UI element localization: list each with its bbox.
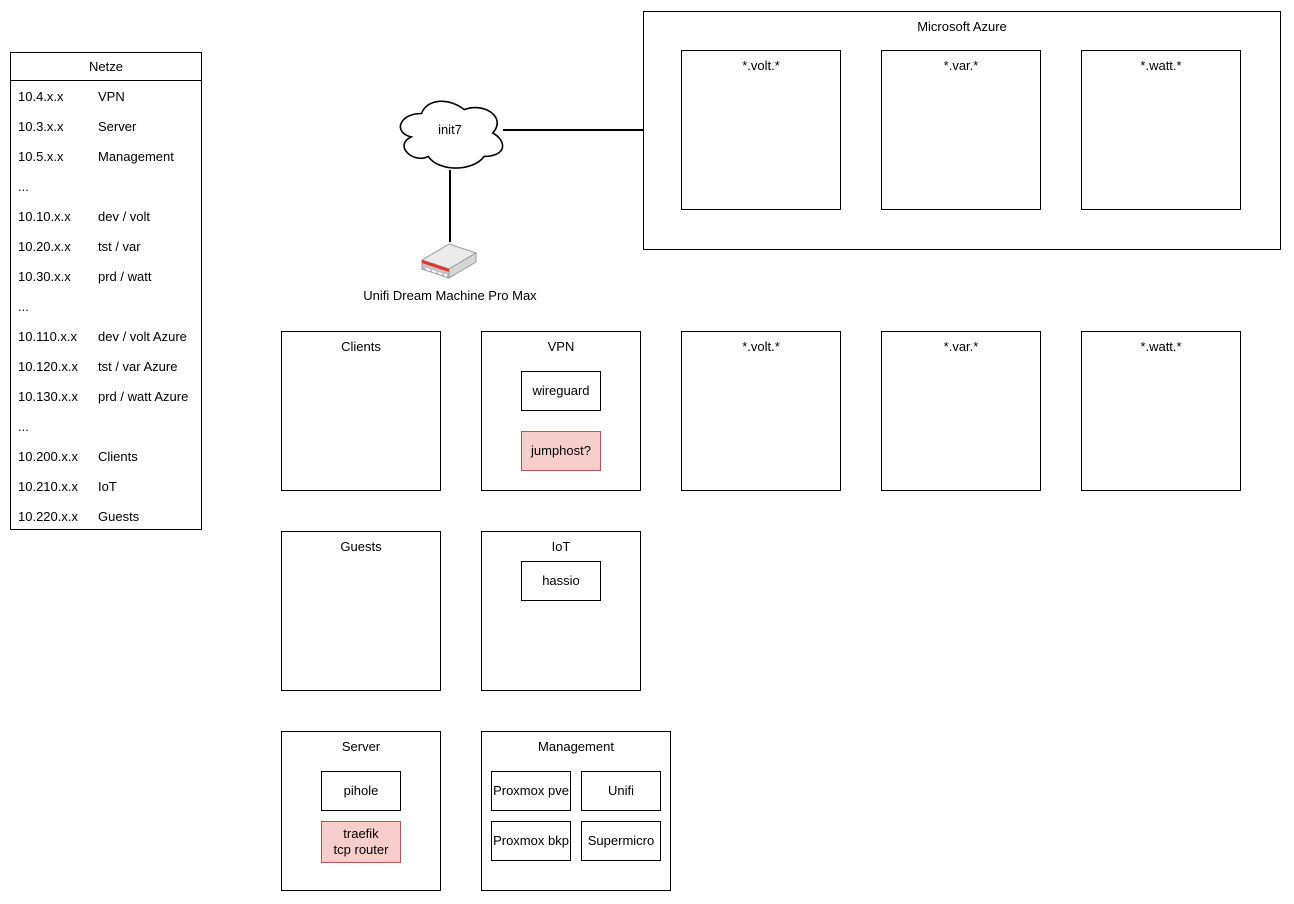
row-label: tst / var Azure xyxy=(98,358,178,374)
table-row: ... xyxy=(11,291,201,321)
lan-volt-label: *.volt.* xyxy=(742,339,780,354)
table-row: 10.210.x.x IoT xyxy=(11,471,201,501)
guests-label: Guests xyxy=(340,539,382,554)
table-row: 10.4.x.x VPN xyxy=(11,81,201,111)
cloud-to-azure-line xyxy=(503,129,644,131)
table-row: 10.10.x.x dev / volt xyxy=(11,201,201,231)
row-ip: 10.3.x.x xyxy=(18,118,64,134)
jumphost-node: jumphost? xyxy=(521,431,601,471)
row-ip: 10.20.x.x xyxy=(18,238,71,254)
row-ip: 10.4.x.x xyxy=(18,88,64,104)
row-label: Server xyxy=(98,118,137,134)
row-label: prd / watt Azure xyxy=(98,388,189,404)
lan-volt-box: *.volt.* xyxy=(681,331,841,491)
supermicro-node: Supermicro xyxy=(581,821,661,861)
table-row: 10.30.x.x prd / watt xyxy=(11,261,201,291)
azure-watt-box: *.watt.* xyxy=(1081,50,1241,210)
lan-var-box: *.var.* xyxy=(881,331,1041,491)
row-ip: 10.220.x.x xyxy=(18,508,78,524)
row-label: tst / var xyxy=(98,238,141,254)
row-label: dev / volt xyxy=(98,208,151,224)
azure-var-box: *.var.* xyxy=(881,50,1041,210)
table-row: 10.130.x.x prd / watt Azure xyxy=(11,381,201,411)
row-ip: 10.120.x.x xyxy=(18,358,78,374)
pihole-node: pihole xyxy=(321,771,401,811)
guests-box: Guests xyxy=(281,531,441,691)
vpn-box: VPN xyxy=(481,331,641,491)
netze-table-title: Netze xyxy=(11,53,201,81)
row-label: Guests xyxy=(98,508,140,524)
table-row: 10.220.x.x Guests xyxy=(11,501,201,531)
hassio-node: hassio xyxy=(521,561,601,601)
proxmox-bkp-node: Proxmox bkp xyxy=(491,821,571,861)
row-ip: 10.30.x.x xyxy=(18,268,71,284)
router-icon xyxy=(420,243,478,279)
row-ip: ... xyxy=(18,418,29,434)
row-label: Management xyxy=(98,148,174,164)
table-row: ... xyxy=(11,411,201,441)
traefik-node: traefik tcp router xyxy=(321,821,401,863)
router-label: Unifi Dream Machine Pro Max xyxy=(363,288,537,303)
table-row: 10.120.x.x tst / var Azure xyxy=(11,351,201,381)
server-box: Server xyxy=(281,731,441,891)
table-row: 10.200.x.x Clients xyxy=(11,441,201,471)
row-label: prd / watt xyxy=(98,268,152,284)
row-ip: 10.210.x.x xyxy=(18,478,78,494)
netze-table: Netze 10.4.x.x VPN 10.3.x.x Server 10.5.… xyxy=(10,52,202,530)
unifi-node: Unifi xyxy=(581,771,661,811)
lan-watt-box: *.watt.* xyxy=(1081,331,1241,491)
iot-label: IoT xyxy=(551,539,571,554)
row-ip: ... xyxy=(18,178,29,194)
wireguard-node: wireguard xyxy=(521,371,601,411)
row-ip: 10.200.x.x xyxy=(18,448,78,464)
table-row: ... xyxy=(11,171,201,201)
management-label: Management xyxy=(538,739,614,754)
vpn-label: VPN xyxy=(547,339,575,354)
row-ip: ... xyxy=(18,298,29,314)
table-row: 10.3.x.x Server xyxy=(11,111,201,141)
table-row: 10.110.x.x dev / volt Azure xyxy=(11,321,201,351)
cloud-to-router-line xyxy=(449,170,451,242)
iot-box: IoT xyxy=(481,531,641,691)
management-box: Management xyxy=(481,731,671,891)
azure-var-label: *.var.* xyxy=(943,58,979,73)
azure-volt-label: *.volt.* xyxy=(742,58,780,73)
clients-label: Clients xyxy=(341,339,381,354)
internet-cloud-icon xyxy=(399,100,504,169)
cloud-label: init7 xyxy=(438,121,462,137)
server-label: Server xyxy=(341,739,381,754)
row-label: Clients xyxy=(98,448,138,464)
row-label: IoT xyxy=(98,478,117,494)
lan-var-label: *.var.* xyxy=(943,339,979,354)
row-label: dev / volt Azure xyxy=(98,328,187,344)
clients-box: Clients xyxy=(281,331,441,491)
row-ip: 10.5.x.x xyxy=(18,148,64,164)
row-ip: 10.130.x.x xyxy=(18,388,78,404)
table-row: 10.5.x.x Management xyxy=(11,141,201,171)
row-label: VPN xyxy=(98,88,125,104)
azure-volt-box: *.volt.* xyxy=(681,50,841,210)
row-ip: 10.10.x.x xyxy=(18,208,71,224)
azure-title: Microsoft Azure xyxy=(917,19,1007,34)
proxmox-pve-node: Proxmox pve xyxy=(491,771,571,811)
table-row: 10.20.x.x tst / var xyxy=(11,231,201,261)
lan-watt-label: *.watt.* xyxy=(1140,339,1182,354)
row-ip: 10.110.x.x xyxy=(18,328,78,344)
azure-watt-label: *.watt.* xyxy=(1140,58,1182,73)
